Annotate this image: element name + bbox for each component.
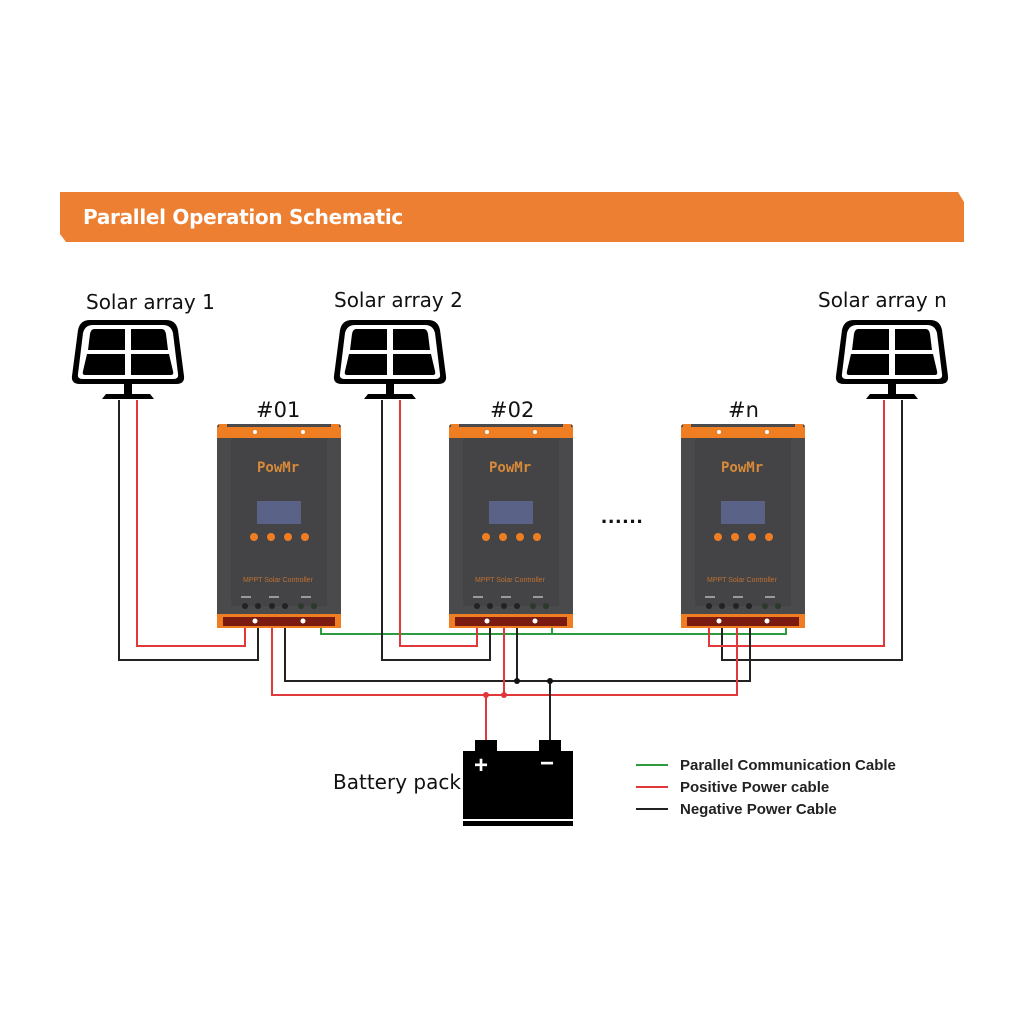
solar-array-1-label: Solar array 1 [86, 290, 215, 314]
controller-02-model: MPPT Solar Controller [475, 577, 545, 584]
battery-negative-symbol: − [540, 750, 555, 777]
solar-2-negative-cable [381, 400, 491, 661]
legend-label: Positive Power cable [680, 778, 830, 796]
legend-item-negative: Negative Power Cable [636, 798, 896, 820]
legend: Parallel Communication Cable Positive Po… [636, 754, 896, 820]
controller-n-label: #n [728, 398, 759, 422]
controller-01-model: MPPT Solar Controller [243, 577, 313, 584]
section-banner: Parallel Operation Schematic [60, 192, 964, 242]
controller-n-brand: PowMr [721, 460, 764, 476]
legend-label: Negative Power Cable [680, 800, 837, 818]
controller-01-brand: PowMr [257, 460, 300, 476]
controller-02 [449, 424, 573, 628]
solar-1-negative-cable [118, 400, 259, 661]
legend-swatch-black [636, 808, 668, 810]
battery-icon [463, 740, 573, 826]
battery-pack-label: Battery pack [333, 770, 461, 794]
solar-panel-2-icon [333, 320, 447, 399]
communication-cable [320, 626, 787, 635]
more-controllers-ellipsis: ...... [601, 503, 644, 528]
legend-swatch-red [636, 786, 668, 788]
banner-title: Parallel Operation Schematic [83, 205, 403, 229]
controller-02-label: #02 [490, 398, 535, 422]
solar-array-n-label: Solar array n [818, 288, 947, 312]
controller-n-model: MPPT Solar Controller [707, 577, 777, 584]
solar-panel-1-icon [71, 320, 185, 399]
solar-n-negative-cable [721, 400, 903, 661]
controller-01 [217, 424, 341, 628]
legend-label: Parallel Communication Cable [680, 756, 896, 774]
junction-dot [483, 692, 489, 698]
legend-item-communication: Parallel Communication Cable [636, 754, 896, 776]
battery-positive-symbol: + [474, 752, 489, 779]
legend-item-positive: Positive Power cable [636, 776, 896, 798]
junction-dot [547, 678, 553, 684]
solar-panel-n-icon [835, 320, 949, 399]
controller-n [681, 424, 805, 628]
solar-array-2-label: Solar array 2 [334, 288, 463, 312]
junction-dot [501, 692, 507, 698]
controller-02-brand: PowMr [489, 460, 532, 476]
legend-swatch-green [636, 764, 668, 766]
controller-01-label: #01 [256, 398, 301, 422]
junction-dot [514, 678, 520, 684]
